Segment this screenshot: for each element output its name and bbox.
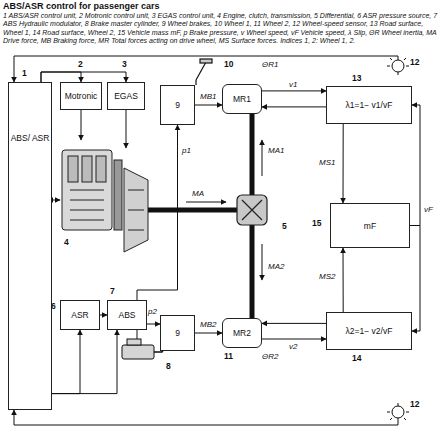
callout-number: 12 bbox=[410, 58, 419, 67]
signal-connector bbox=[195, 105, 222, 106]
signal-symbol: ΘR2 bbox=[262, 352, 278, 361]
node-text: 9 bbox=[175, 100, 180, 110]
signal-connector bbox=[343, 124, 344, 203]
signal-connector bbox=[262, 339, 326, 340]
signal-connector bbox=[52, 330, 117, 394]
pressure-source: ASR bbox=[60, 300, 100, 330]
callout-number: 5 bbox=[282, 222, 287, 231]
signal-connector bbox=[147, 324, 160, 325]
header: ABS/ASR control for passenger cars1 ABS/… bbox=[3, 1, 443, 45]
node-text: ABS bbox=[118, 310, 135, 320]
callout-number: 15 bbox=[312, 219, 321, 228]
signal-connector bbox=[52, 330, 80, 394]
slip-box: λ1=1− v1/vF bbox=[326, 86, 412, 124]
signal-connector bbox=[195, 333, 222, 334]
callout-number: 14 bbox=[352, 354, 361, 363]
signal-symbol: MA1 bbox=[268, 146, 284, 155]
vehicle-mass-box: mF bbox=[330, 203, 410, 248]
slip-box: λ2=1− v2/vF bbox=[326, 312, 412, 350]
wheel-brake: 9 bbox=[160, 85, 195, 125]
node-text: λ2=1− v2/vF bbox=[346, 326, 393, 336]
callout-number: 11 bbox=[224, 352, 233, 361]
edge-label: MB1 bbox=[199, 92, 217, 101]
hydraulic-modulator: ABS bbox=[107, 300, 147, 330]
node-text: Motronic bbox=[65, 91, 98, 101]
callout-number: 3 bbox=[122, 60, 127, 69]
control-unit: EGAS bbox=[107, 82, 145, 110]
edge-label: v2 bbox=[288, 342, 298, 351]
signal-connector bbox=[343, 248, 344, 312]
wheel-brake: 9 bbox=[160, 315, 195, 351]
wheel-box: MR1 bbox=[222, 84, 262, 114]
signal-connector bbox=[262, 106, 326, 107]
node-text: mF bbox=[364, 221, 376, 231]
diagram-title: ABS/ASR control for passenger cars bbox=[3, 1, 443, 12]
edge-label: p2 bbox=[147, 307, 158, 316]
node-text: EGAS bbox=[114, 91, 138, 101]
callout-number: 1 bbox=[22, 69, 27, 78]
signal-symbol: vF bbox=[424, 205, 433, 214]
torque-arrows bbox=[186, 140, 262, 280]
callout-number: 10 bbox=[224, 60, 233, 69]
signal-connector bbox=[41, 72, 81, 82]
signal-symbol: MA bbox=[192, 189, 204, 198]
node-text: ASR bbox=[71, 310, 88, 320]
brake-pedal bbox=[196, 59, 212, 85]
figure-caption: 1 ABS/ASR control unit, 2 Motronic contr… bbox=[3, 12, 443, 45]
node-text: MR2 bbox=[233, 328, 251, 338]
callout-number: 2 bbox=[78, 60, 83, 69]
callout-number: 13 bbox=[352, 74, 361, 83]
edge-label: v1 bbox=[288, 80, 298, 89]
edge-label: MB2 bbox=[199, 320, 217, 329]
callout-number: 12 bbox=[410, 400, 419, 409]
differential bbox=[237, 195, 267, 225]
node-text: MR1 bbox=[233, 94, 251, 104]
node-text: 9 bbox=[175, 328, 180, 338]
wheel-box: MR2 bbox=[222, 318, 262, 348]
node-text: ABS/ ASR bbox=[11, 133, 50, 143]
callout-number: 8 bbox=[166, 362, 171, 371]
callout-number: 6 bbox=[51, 302, 56, 311]
control-unit: ABS/ ASR bbox=[8, 82, 52, 410]
signal-symbol: MA2 bbox=[268, 262, 284, 271]
edge-label: p1 bbox=[181, 146, 192, 155]
signal-connector bbox=[262, 90, 326, 91]
callout-number: 4 bbox=[64, 238, 69, 247]
node-text: λ1=1− v1/vF bbox=[346, 100, 393, 110]
signal-symbol: ΘR1 bbox=[262, 60, 278, 69]
edge-label: MS1 bbox=[318, 158, 336, 167]
engine-illustration bbox=[62, 150, 148, 252]
signal-connector bbox=[41, 72, 126, 82]
control-unit: Motronic bbox=[60, 82, 102, 110]
edge-label: MS2 bbox=[318, 272, 336, 281]
callout-number: 7 bbox=[110, 287, 115, 296]
signal-connector bbox=[262, 323, 326, 324]
signal-connector bbox=[100, 315, 107, 316]
signal-connector bbox=[137, 125, 178, 300]
